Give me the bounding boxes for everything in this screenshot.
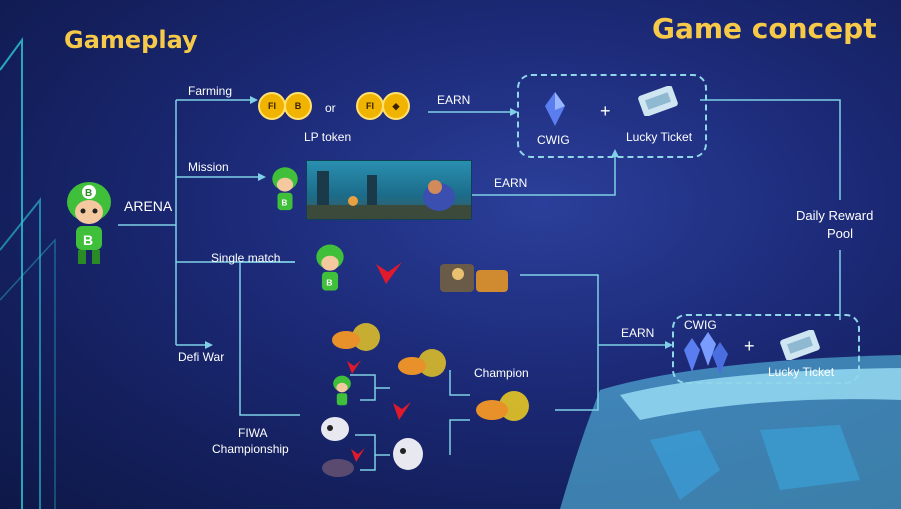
fi-coin-icon: FI bbox=[258, 92, 286, 120]
fi-coin-icon-2: FI bbox=[356, 92, 384, 120]
game-concept-title: Game concept bbox=[652, 12, 877, 45]
cwig-label-top: CWIG bbox=[537, 133, 570, 147]
b-coin-icon: B bbox=[284, 92, 312, 120]
svg-text:B: B bbox=[83, 232, 93, 248]
branch-mission-label: Mission bbox=[188, 160, 229, 174]
bracket-fighter-2-icon bbox=[330, 374, 354, 415]
versus-icon-2 bbox=[346, 360, 362, 381]
champion-label: Champion bbox=[474, 366, 529, 380]
bracket-fighter-4-icon bbox=[318, 454, 358, 485]
earn-label-mission: EARN bbox=[494, 176, 528, 190]
plus-bottom: + bbox=[744, 336, 755, 356]
cwig-label-bottom: CWIG bbox=[684, 318, 717, 332]
cwig-crystal-icon bbox=[545, 92, 565, 131]
versus-icon bbox=[374, 262, 404, 293]
branch-farming-label: Farming bbox=[188, 84, 233, 98]
mission-gameplay-screenshot bbox=[306, 160, 472, 220]
eth-coin-icon: ◆ bbox=[382, 92, 410, 120]
svg-text:B: B bbox=[85, 188, 92, 199]
lucky-ticket-label-bottom: Lucky Ticket bbox=[768, 365, 835, 379]
branch-defi-war-label: Defi War bbox=[178, 350, 225, 364]
or-label: or bbox=[325, 101, 336, 115]
bracket-semifinal-2-icon bbox=[390, 434, 426, 479]
bracket-fighter-1-icon bbox=[326, 320, 382, 359]
gameplay-title: Gameplay bbox=[64, 26, 198, 54]
plus-top: + bbox=[600, 101, 611, 121]
bracket-fighter-3-icon bbox=[318, 414, 352, 449]
lucky-ticket-icon-2 bbox=[778, 329, 822, 365]
versus-icon-4 bbox=[350, 448, 366, 469]
svg-text:B: B bbox=[326, 278, 332, 288]
bracket-semifinal-1-icon bbox=[392, 346, 448, 385]
earn-label-defi: EARN bbox=[621, 326, 655, 340]
svg-text:B: B bbox=[282, 198, 288, 207]
earn-label-farming: EARN bbox=[437, 93, 471, 107]
arena-label: ARENA bbox=[124, 198, 173, 214]
single-match-hero-icon: B bbox=[312, 240, 348, 305]
lucky-ticket-icon bbox=[636, 85, 680, 121]
champion-fighter-icon bbox=[470, 388, 530, 433]
versus-icon-3 bbox=[392, 402, 412, 427]
reward-box-bottom bbox=[672, 314, 860, 384]
daily-reward-label: Daily Reward bbox=[796, 208, 874, 223]
single-match-opponent-icon bbox=[436, 256, 516, 301]
mission-hero-icon: B bbox=[268, 165, 302, 222]
fiwa-label-line2: Championship bbox=[212, 442, 289, 456]
fiwa-label-line1: FIWA bbox=[238, 426, 268, 440]
branch-single-match-label: Single match bbox=[211, 251, 281, 265]
pool-label: Pool bbox=[827, 226, 854, 241]
reward-box-top bbox=[517, 74, 707, 158]
arena-hero-icon: B B bbox=[60, 178, 118, 273]
lucky-ticket-label-top: Lucky Ticket bbox=[626, 130, 693, 144]
lp-token-label: LP token bbox=[304, 130, 352, 144]
cwig-crystals-icon bbox=[682, 332, 728, 379]
